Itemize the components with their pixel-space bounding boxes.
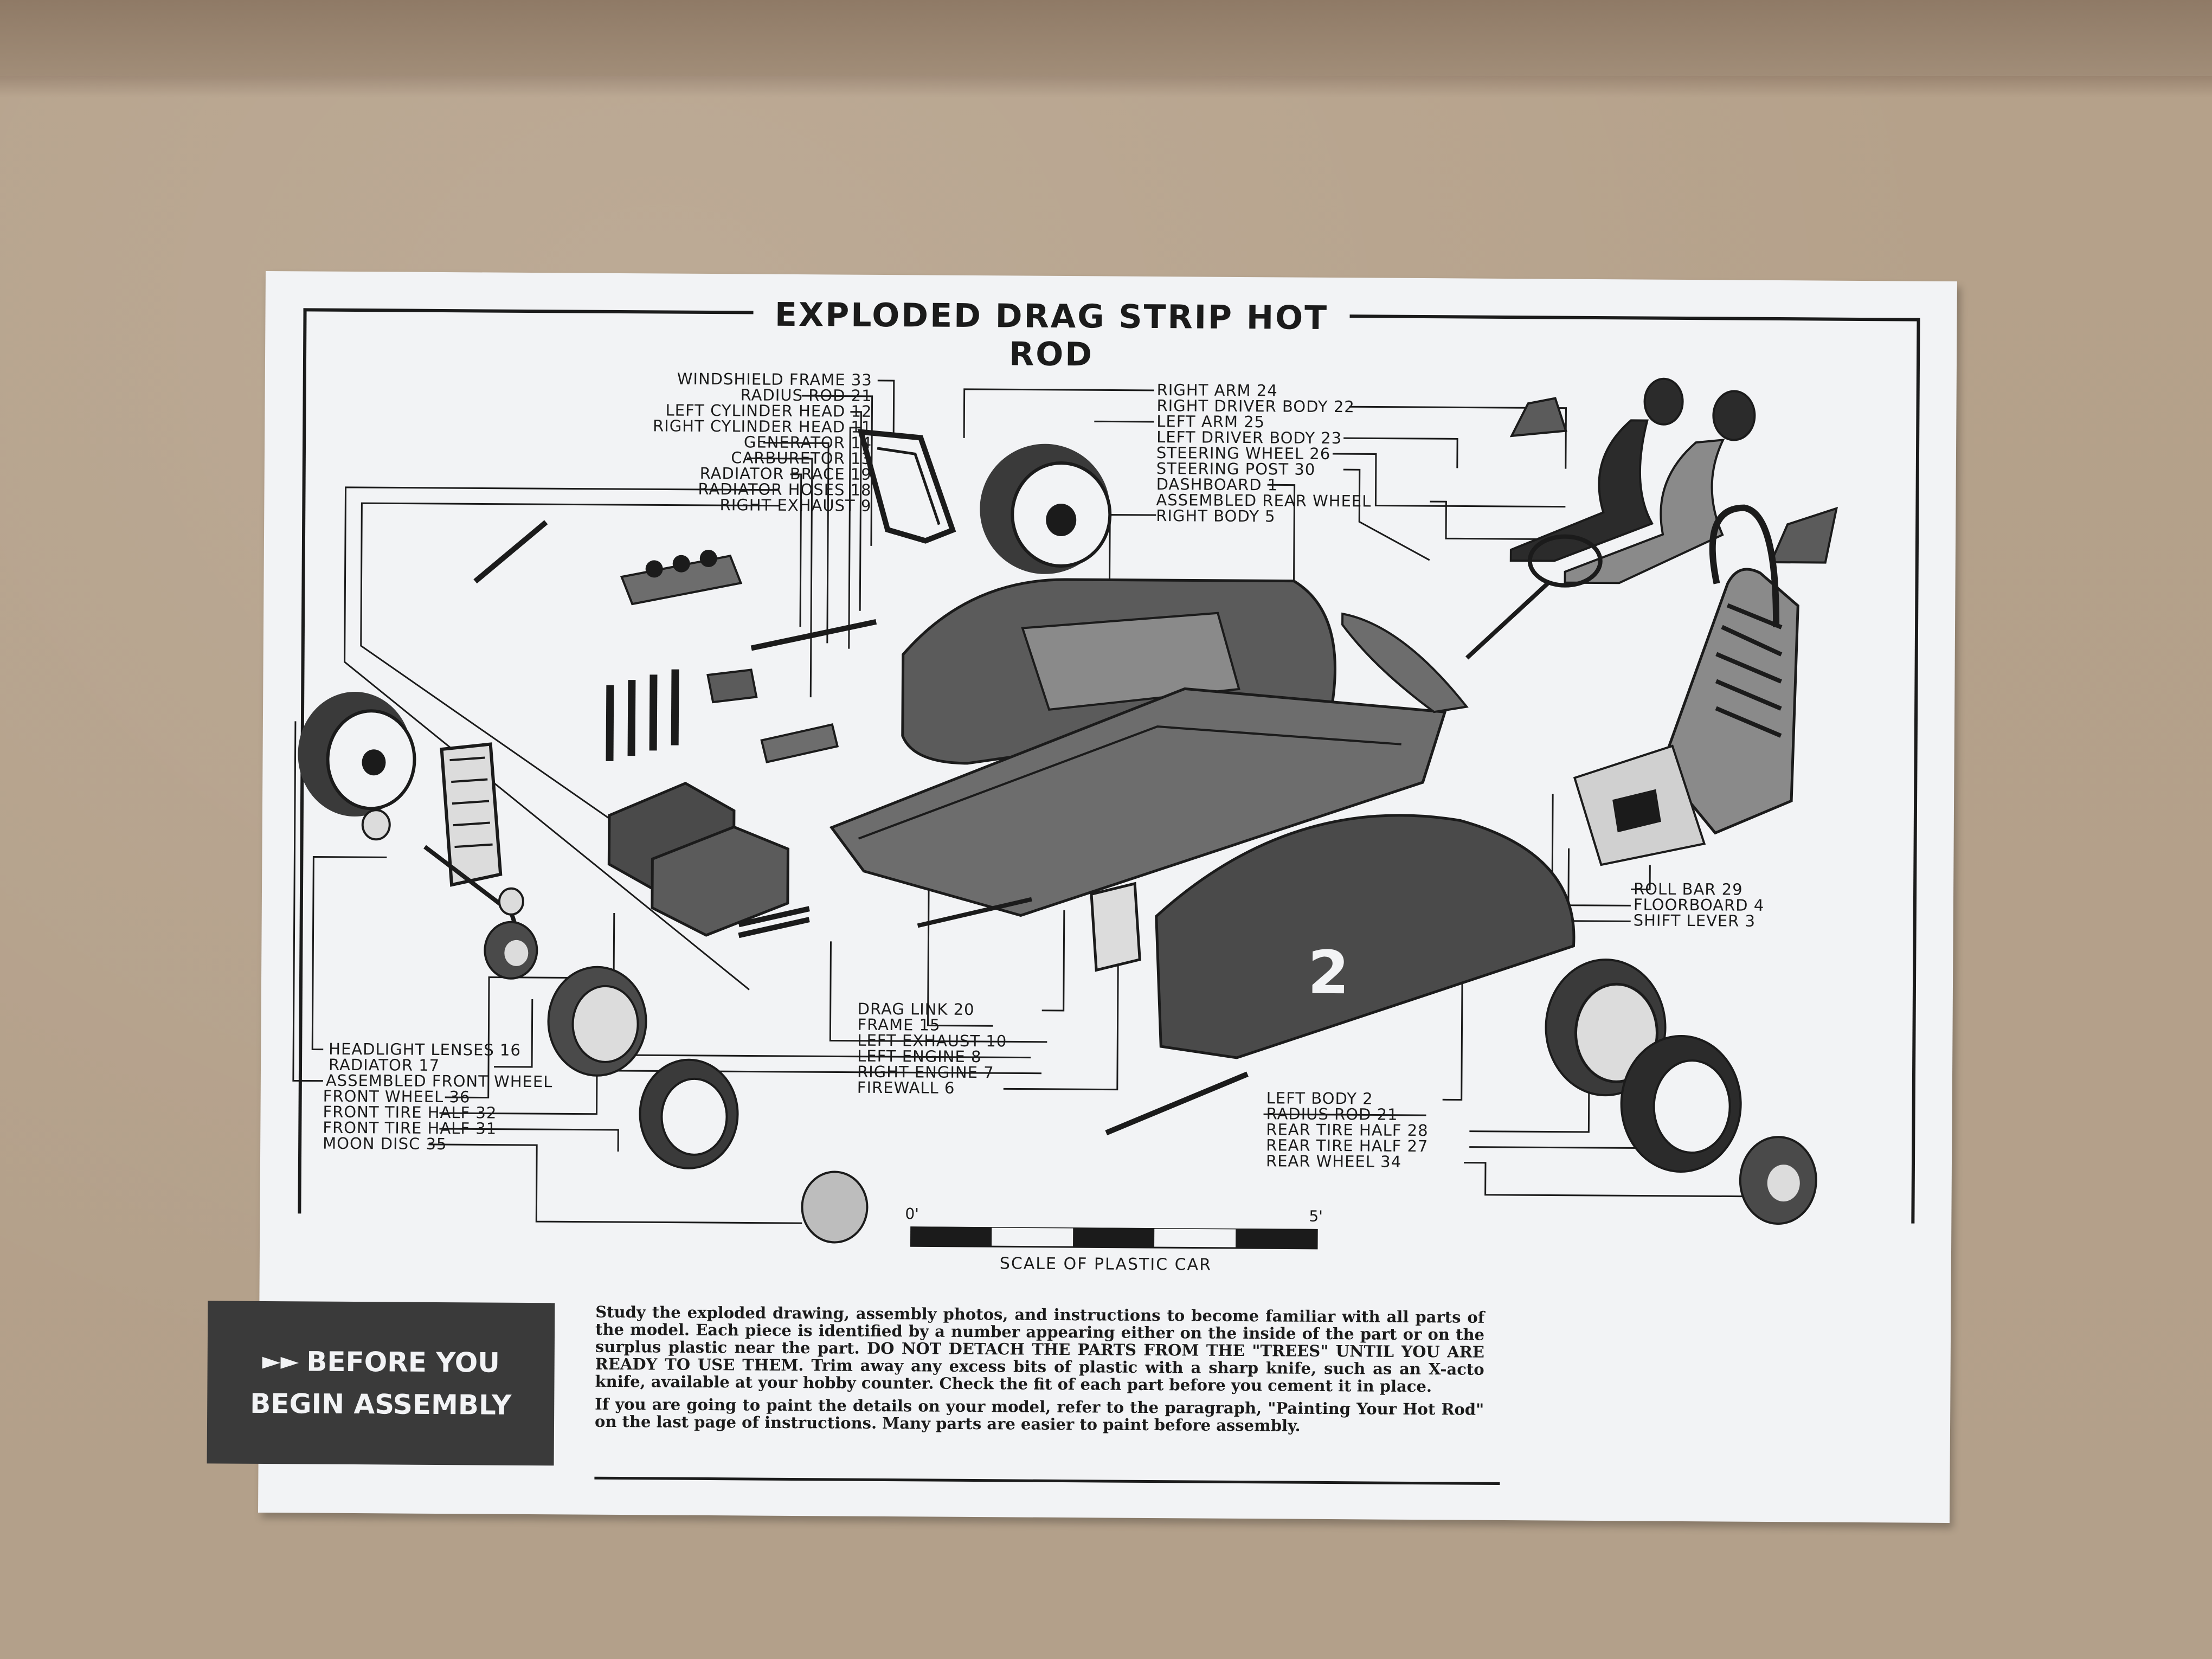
leader-line [1343, 468, 1430, 561]
leader-line [1094, 420, 1154, 423]
leader-line [445, 976, 587, 1099]
frame-chassis-part [829, 687, 1447, 917]
left-exhaust-part [738, 906, 810, 938]
leader-line [927, 882, 993, 1027]
leader-line [848, 427, 861, 649]
leader-line [829, 941, 1047, 1043]
scale-caption: SCALE OF PLASTIC CAR [999, 1254, 1212, 1275]
leader-line [801, 395, 873, 546]
banner-line-2: BEGIN ASSEMBLY [250, 1387, 512, 1421]
leader-line [763, 442, 829, 644]
car-number-label: 2 [1308, 938, 1349, 1007]
engine-block-part [607, 781, 790, 937]
wall-background [0, 0, 2212, 76]
leader-line [963, 388, 1154, 438]
leader-line [1332, 453, 1566, 508]
before-assembly-banner: ►► BEFORE YOU BEGIN ASSEMBLY [207, 1301, 555, 1466]
leader-line [1430, 500, 1566, 541]
leader-line [1003, 959, 1119, 1091]
exploded-drawing: 2 [292, 377, 1838, 1244]
leader-line [1442, 978, 1463, 1101]
leader-line [428, 1143, 802, 1224]
leader-line [1631, 865, 1651, 891]
radius-rod-part [473, 520, 1249, 1136]
leader-line [494, 999, 533, 1068]
front-tire-part [547, 966, 739, 1169]
scale-start-label: 0' [905, 1205, 919, 1223]
rear-wheel-top-part [980, 443, 1112, 574]
scale-end-label: 5' [1309, 1207, 1323, 1225]
double-arrow-icon: ►► [262, 1347, 299, 1375]
seat-floorboard-part [1573, 568, 1799, 866]
leader-line [1463, 1162, 1757, 1198]
assembly-instructions: Study the exploded drawing, assembly pho… [595, 1303, 1484, 1441]
dashboard-part [1341, 612, 1469, 713]
moon-disc-part [801, 1171, 869, 1244]
leader-line [1041, 910, 1065, 1012]
leader-line [747, 457, 813, 698]
leader-line [360, 502, 780, 898]
leader-line [1349, 406, 1567, 469]
rear-tire-part [1545, 959, 1817, 1225]
banner-line-1: BEFORE YOU [306, 1346, 500, 1379]
leader-line [439, 1059, 598, 1115]
left-body-part: 2 [1155, 814, 1576, 1059]
leader-line [292, 721, 323, 1082]
steering-wheel-part [1465, 534, 1603, 660]
windshield-frame-part [857, 429, 956, 544]
leader-line [1267, 484, 1296, 603]
instruction-paragraph-2: If you are going to paint the details on… [594, 1394, 1484, 1435]
roll-bar-part [1709, 504, 1780, 628]
leader-line [1469, 1092, 1590, 1133]
bottom-rule [594, 1476, 1500, 1485]
leader-line [439, 1128, 619, 1152]
leader-line [311, 856, 387, 1051]
front-wheel-part [298, 692, 416, 817]
exhaust-stacks-part [606, 669, 679, 761]
radiator-part [423, 742, 525, 953]
leader-line [850, 411, 862, 611]
scale-bar [910, 1226, 1318, 1250]
instruction-sheet: EXPLODED DRAG STRIP HOT ROD WINDSHIELD F… [207, 271, 1957, 1523]
cylinder-head-part [706, 668, 839, 764]
leader-line [612, 912, 1031, 1059]
leader-line [1263, 1113, 1426, 1116]
front-hub-part [361, 809, 538, 980]
leader-line [790, 473, 802, 627]
driver-figure-part [1509, 377, 1838, 584]
carburetor-part [620, 549, 743, 606]
leader-line [1343, 437, 1458, 468]
leader-line [344, 486, 780, 991]
leader-line [877, 380, 895, 438]
firewall-part [1090, 882, 1141, 972]
drag-link-part [917, 897, 1032, 928]
instruction-paragraph-1: Study the exploded drawing, assembly pho… [595, 1302, 1485, 1396]
leader-line [1109, 514, 1156, 580]
